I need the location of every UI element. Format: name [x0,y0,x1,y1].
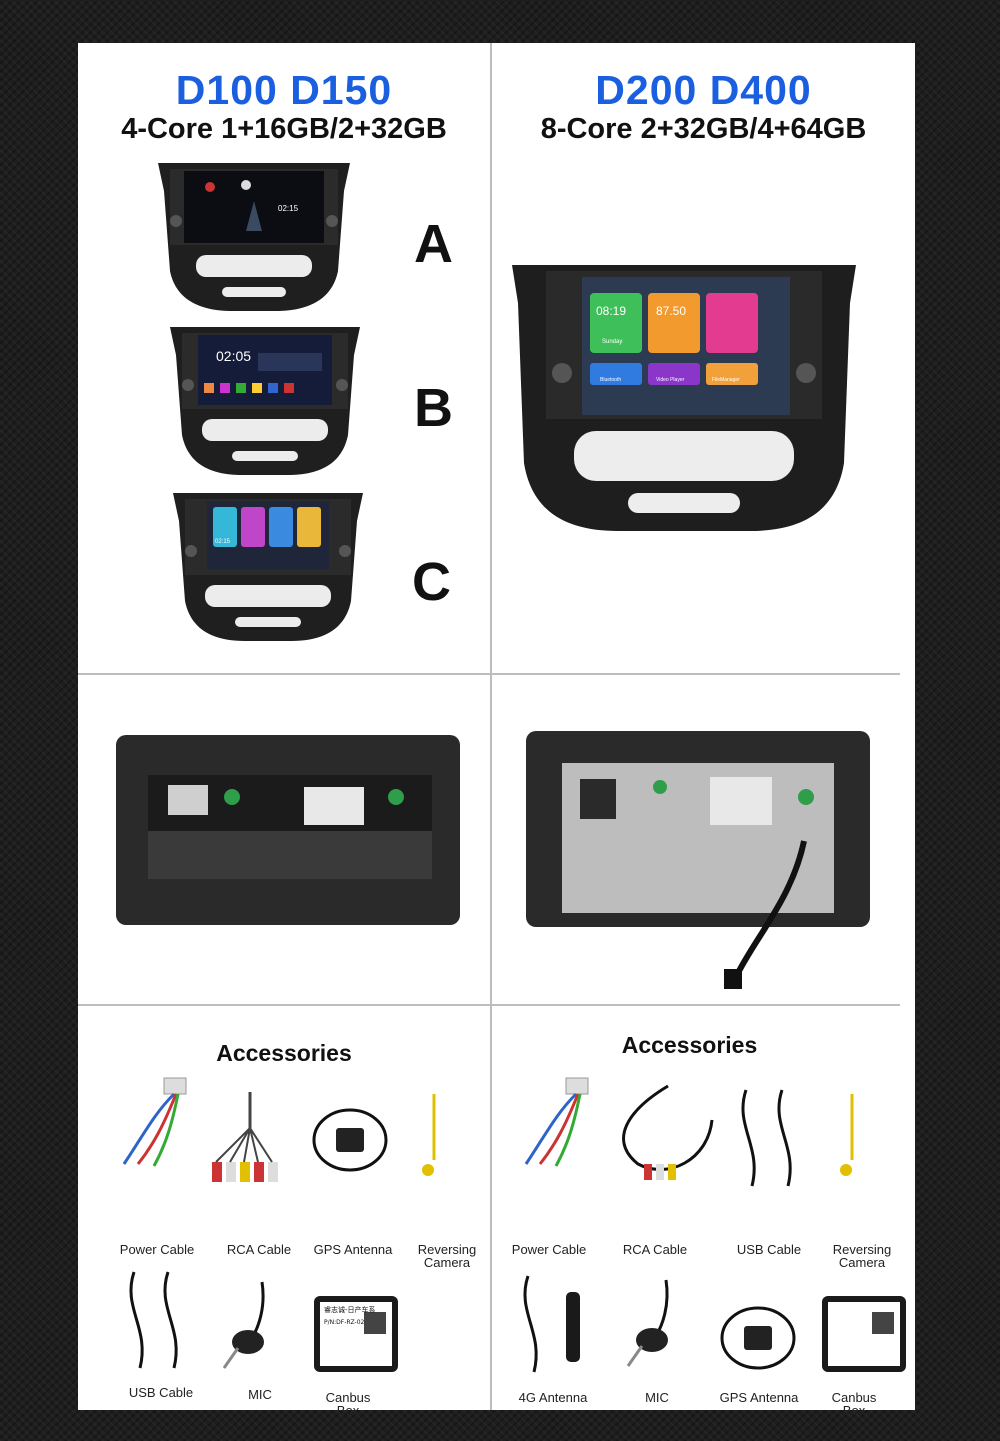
d200-radio-frequency: 87.50 [656,304,686,318]
horizontal-divider-top [78,673,900,675]
right-acc-label-power-cable: Power Cable [511,1242,587,1257]
left-usb-cable-image [129,1271,178,1369]
right-power-cable-image [524,1077,589,1167]
right-canbus-box-image [822,1296,906,1372]
variant-a-label: A [414,214,453,274]
d200-day: Sunday [602,339,622,345]
right-acc-label-rca-cable: RCA Cable [622,1242,688,1257]
left-mic-image [222,1281,265,1369]
d200-clock: 08:19 [596,304,626,318]
right-models-section: D200 D400 8-Core 2+32GB/4+64GB 08:19 Sun… [492,43,915,673]
d200-app-files: FileManager [712,377,740,383]
right-gps-antenna-image [720,1306,796,1370]
left-acc-label-gps-antenna: GPS Antenna [313,1242,393,1257]
left-acc-label-usb-cable: USB Cable [128,1385,194,1400]
variant-c-label: C [412,552,451,612]
left-rca-cable-image [212,1092,278,1182]
variant-c-head-unit: 02:15 [173,493,363,641]
left-rear-chassis [116,735,460,925]
left-spec-text: 4-Core 1+16GB/2+32GB [121,113,447,145]
left-acc-label-reversing-camera: Reversing Camera [417,1242,477,1270]
left-acc-label-canbus-box: Canbus Box [325,1390,371,1418]
variant-c-clock: 02:15 [215,539,231,545]
canbus-label-line2: P/N:DF-RZ-02 [324,1319,365,1326]
canbus-label-line1: 睿志诚-日产车系 [324,1305,376,1314]
content-panel: D100 D150 4-Core 1+16GB/2+32GB 02:15 A [78,43,915,1417]
right-acc-label-canbus-box: Canbus Box [831,1390,877,1418]
left-model-title: D100 D150 [175,67,393,113]
variant-a-clock: 02:15 [278,204,299,213]
right-acc-label-4g-antenna: 4G Antenna [518,1390,588,1405]
variant-b-label: B [414,378,453,438]
right-accessories-title: Accessories [621,1032,758,1058]
variant-b-head-unit: 02:05 [170,327,360,475]
d200-head-unit: 08:19 Sunday 87.50 Bluetooth Video Playe… [512,265,856,531]
right-acc-label-reversing-camera: Reversing Camera [832,1242,892,1270]
variant-a-head-unit: 02:15 [158,163,350,311]
left-acc-label-mic: MIC [248,1387,272,1402]
right-mic-image [626,1279,669,1367]
left-acc-label-rca-cable: RCA Cable [226,1242,292,1257]
left-accessories-title: Accessories [216,1040,352,1066]
right-acc-label-usb-cable: USB Cable [736,1242,802,1257]
right-reversing-camera-image [840,1094,854,1176]
variant-b-clock: 02:05 [216,348,251,364]
left-reversing-camera-image [422,1094,436,1176]
left-power-cable-image [122,1077,187,1167]
right-usb-cable-image [741,1089,792,1187]
right-spec-text: 8-Core 2+32GB/4+64GB [540,113,867,145]
left-acc-label-power-cable: Power Cable [119,1242,195,1257]
right-4g-antenna-image [523,1275,580,1373]
left-canbus-box-image: 睿志诚-日产车系 P/N:DF-RZ-02 [314,1296,398,1372]
left-gps-antenna-image [312,1108,388,1172]
right-acc-label-mic: MIC [645,1390,669,1405]
right-acc-label-gps-antenna: GPS Antenna [719,1390,799,1405]
right-model-title: D200 D400 [595,67,812,113]
right-rear-chassis [526,731,870,989]
left-models-section: D100 D150 4-Core 1+16GB/2+32GB 02:15 A [78,43,490,673]
d200-app-bluetooth: Bluetooth [600,377,621,383]
right-accessories-section: Accessories Power Cable RCA Cable USB Ca… [492,1006,915,1417]
left-accessories-section: Accessories Power Cable RCA Cable GPS An… [78,1006,490,1417]
vertical-divider [490,43,492,1410]
d200-app-video: Video Player [656,377,685,383]
right-rca-cable-image [622,1084,714,1180]
horizontal-divider-bottom [78,1004,900,1006]
